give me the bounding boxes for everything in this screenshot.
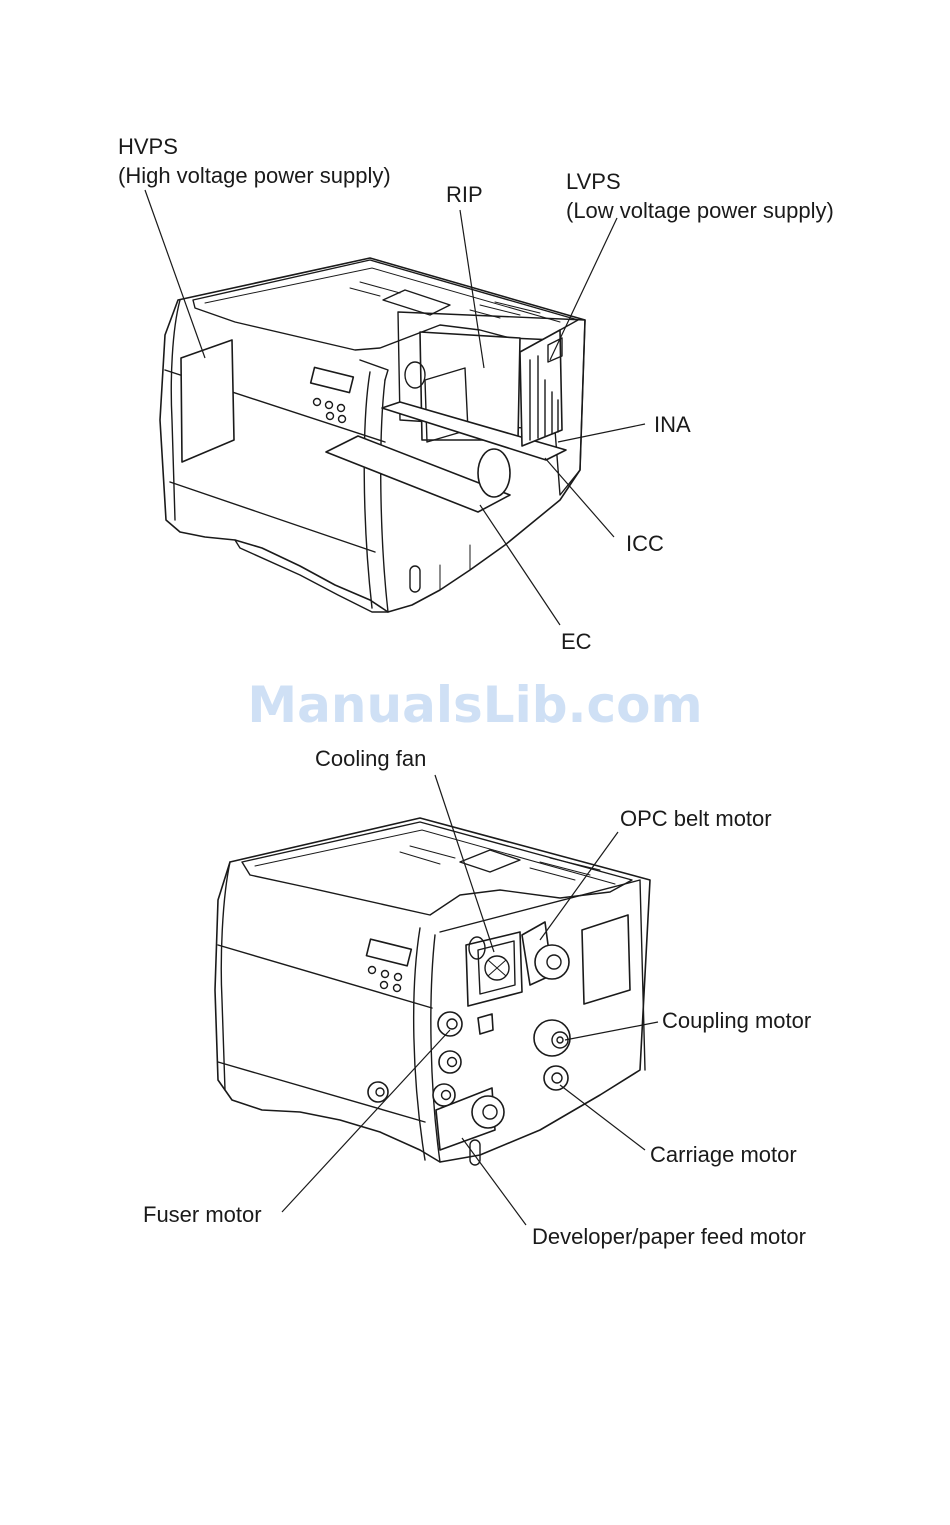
- label-developer-paper-feed-motor: Developer/paper feed motor: [532, 1222, 806, 1251]
- label-lvps-desc: (Low voltage power supply): [566, 196, 834, 225]
- hvps-board: [181, 340, 234, 462]
- label-fuser-motor: Fuser motor: [143, 1200, 262, 1229]
- label-carriage-motor: Carriage motor: [650, 1140, 797, 1169]
- label-opc-belt-motor: OPC belt motor: [620, 804, 772, 833]
- label-icc: ICC: [626, 529, 664, 558]
- carriage-motor: [544, 1066, 568, 1090]
- label-lvps: LVPS: [566, 167, 621, 196]
- printer-bottom-illustration: [215, 818, 650, 1165]
- watermark: ManualsLib.com: [0, 676, 950, 734]
- fuser-motor: [438, 1012, 462, 1036]
- label-ina: INA: [654, 410, 691, 439]
- label-coupling-motor: Coupling motor: [662, 1006, 811, 1035]
- label-ec: EC: [561, 627, 592, 656]
- developer-paper-feed-motor: [472, 1096, 504, 1128]
- label-rip: RIP: [446, 180, 483, 209]
- label-hvps: HVPS: [118, 132, 178, 161]
- label-cooling-fan: Cooling fan: [315, 744, 426, 773]
- opc-belt-motor: [535, 945, 569, 979]
- label-hvps-desc: (High voltage power supply): [118, 161, 391, 190]
- printer-top-illustration: [160, 258, 585, 612]
